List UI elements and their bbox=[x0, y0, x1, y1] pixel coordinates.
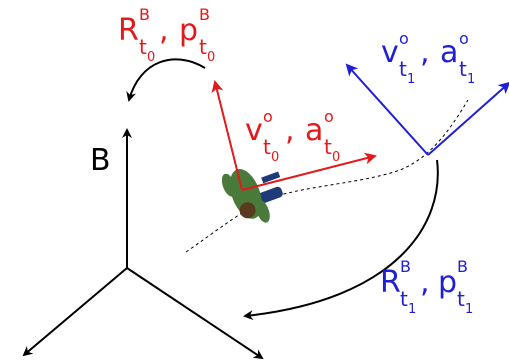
svg-text:t: t bbox=[399, 57, 407, 81]
svg-text:0: 0 bbox=[332, 150, 340, 165]
svg-text:v: v bbox=[381, 35, 399, 70]
svg-text:p: p bbox=[179, 13, 198, 48]
svg-text:p: p bbox=[438, 265, 457, 300]
svg-text:,: , bbox=[285, 113, 295, 148]
agent-frame-t0 bbox=[211, 80, 377, 191]
svg-text:B: B bbox=[457, 257, 468, 276]
transform-arrow-t0 bbox=[126, 58, 206, 102]
svg-text:0: 0 bbox=[271, 150, 279, 165]
base-axis-left bbox=[22, 267, 128, 357]
svg-text:o: o bbox=[263, 107, 273, 126]
svg-text:t: t bbox=[324, 135, 332, 159]
svg-text:B: B bbox=[400, 257, 411, 276]
svg-text:t: t bbox=[263, 135, 271, 159]
svg-text:0: 0 bbox=[207, 50, 215, 65]
label-velocity-t0: v o t 0 , a o t 0 bbox=[245, 107, 340, 165]
base-frame-axes bbox=[22, 128, 264, 360]
svg-text:,: , bbox=[420, 265, 430, 300]
svg-text:o: o bbox=[459, 29, 469, 48]
svg-text:a: a bbox=[440, 35, 458, 70]
agent-t1-axis-right bbox=[427, 81, 509, 156]
agent-t0-axis-up bbox=[211, 80, 243, 191]
svg-text:,: , bbox=[159, 13, 169, 48]
svg-text:0: 0 bbox=[147, 50, 155, 65]
trajectory-path bbox=[185, 99, 469, 253]
label-transform-t1: R B t 1 , p B t 1 bbox=[380, 257, 473, 317]
svg-text:1: 1 bbox=[407, 72, 415, 87]
svg-text:t: t bbox=[459, 57, 467, 81]
base-axis-right bbox=[126, 267, 264, 360]
label-transform-t0: R B t 0 , p B t 0 bbox=[118, 5, 215, 65]
svg-text:1: 1 bbox=[465, 302, 473, 317]
svg-text:o: o bbox=[399, 29, 409, 48]
svg-text:R: R bbox=[118, 13, 139, 48]
svg-text:R: R bbox=[380, 265, 401, 300]
svg-text:1: 1 bbox=[467, 72, 475, 87]
svg-text:t: t bbox=[199, 35, 207, 59]
label-velocity-t1: v o t 1 , a o t 1 bbox=[381, 29, 475, 87]
base-frame-label: B bbox=[90, 143, 111, 178]
svg-text:t: t bbox=[457, 287, 465, 311]
svg-text:o: o bbox=[324, 107, 334, 126]
svg-text:v: v bbox=[245, 113, 263, 148]
transform-arrow-t1 bbox=[243, 159, 439, 321]
svg-text:B: B bbox=[199, 5, 210, 24]
person-figure bbox=[221, 169, 283, 223]
svg-text:B: B bbox=[139, 5, 150, 24]
agent-t0-axis-right bbox=[241, 152, 377, 191]
svg-text:,: , bbox=[420, 35, 430, 70]
svg-text:a: a bbox=[305, 113, 323, 148]
svg-text:t: t bbox=[400, 287, 408, 311]
svg-text:1: 1 bbox=[408, 302, 416, 317]
agent-frame-t1 bbox=[345, 63, 509, 156]
agent-t1-axis-left bbox=[345, 63, 429, 156]
svg-text:t: t bbox=[139, 35, 147, 59]
